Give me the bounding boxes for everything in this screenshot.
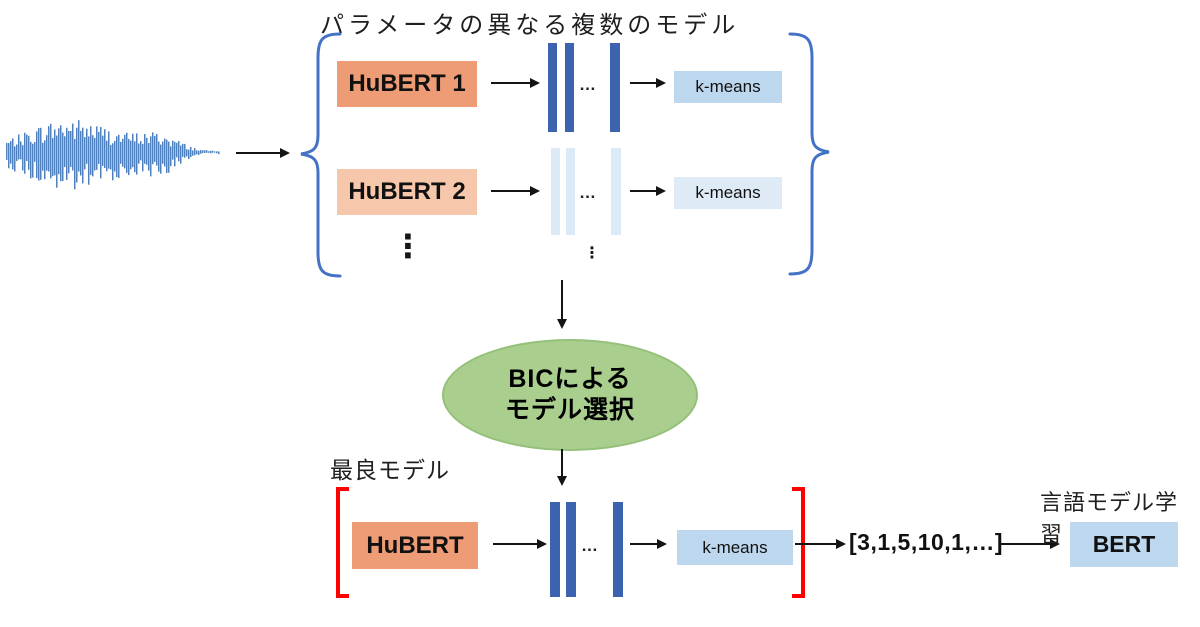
feature-bar xyxy=(566,148,575,235)
feature-bar xyxy=(611,148,621,235)
more-features-dots: ⋮ xyxy=(584,245,600,262)
language-model-caption: 言語モデル学習 xyxy=(1040,490,1179,547)
token-sequence: [3,1,5,10,1,…] xyxy=(849,529,1004,555)
bic-label-line1: BICによる xyxy=(508,364,632,393)
bic-selection-ellipse: BICによる モデル選択 xyxy=(442,339,698,451)
feature-bar xyxy=(610,43,620,132)
feature-bar xyxy=(565,43,574,132)
feature-ellipsis: … xyxy=(579,75,596,94)
right-red-bracket-icon xyxy=(792,487,805,598)
feature-ellipsis: … xyxy=(581,536,598,555)
hubert-best-box: HuBERT xyxy=(352,522,478,569)
arrow-wave-to-models xyxy=(236,147,290,158)
feature-bar xyxy=(548,43,557,132)
feature-bar xyxy=(613,502,623,597)
kmeans-best-box: k-means xyxy=(677,530,793,565)
top-caption: パラメータの異なる複数のモデル xyxy=(320,12,740,39)
arrow-hubert2-to-features xyxy=(491,185,540,196)
audio-waveform-icon xyxy=(4,105,220,205)
arrow-tokens-to-bert xyxy=(1001,538,1060,549)
kmeans1-box: k-means xyxy=(674,71,782,103)
feature-bar xyxy=(550,502,560,597)
bert-box: BERT xyxy=(1070,522,1178,567)
feature-bar xyxy=(566,502,576,597)
left-curly-brace-icon xyxy=(300,32,342,278)
arrow-kmeans-to-tokens xyxy=(795,538,846,549)
arrow-features1-to-kmeans xyxy=(630,77,666,88)
bic-label-line2: モデル選択 xyxy=(504,396,635,424)
best-model-caption: 最良モデル xyxy=(330,457,450,483)
left-red-bracket-icon xyxy=(336,487,349,598)
arrow-hubert1-to-features xyxy=(491,77,540,88)
arrow-features-best-to-kmeans xyxy=(630,538,667,549)
feature-ellipsis: … xyxy=(579,183,596,202)
hubert1-box: HuBERT 1 xyxy=(337,61,477,107)
arrow-hubert-best-to-features xyxy=(493,538,547,549)
right-curly-brace-icon xyxy=(788,32,830,276)
feature-bar xyxy=(551,148,560,235)
more-models-dots: ⋮ xyxy=(392,228,424,264)
arrow-models-to-bic xyxy=(556,280,567,329)
arrow-bic-to-best xyxy=(556,449,567,486)
kmeans2-box: k-means xyxy=(674,177,782,209)
hubert2-box: HuBERT 2 xyxy=(337,169,477,215)
arrow-features2-to-kmeans xyxy=(630,185,666,196)
